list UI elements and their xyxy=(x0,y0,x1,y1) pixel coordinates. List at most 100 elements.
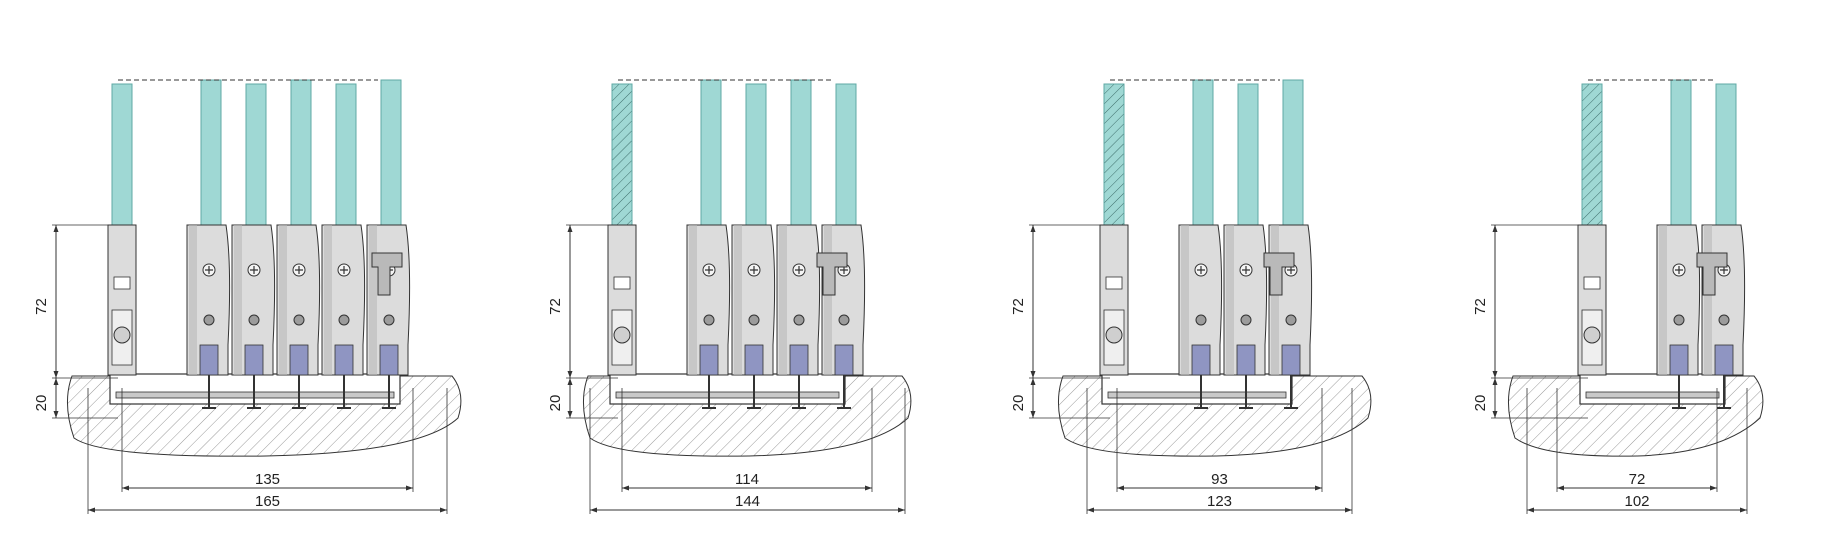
roller-block xyxy=(699,344,719,376)
roller-wheel xyxy=(113,326,131,344)
roller-block xyxy=(1236,344,1256,376)
outer-width-label: 165 xyxy=(255,493,280,510)
track-channel xyxy=(1101,373,1293,405)
glass-pane xyxy=(1282,79,1304,226)
carriage-shade xyxy=(689,225,697,375)
handle-icon xyxy=(371,252,403,296)
track-channel xyxy=(609,373,846,405)
glass-pane xyxy=(200,79,222,226)
panel-unit xyxy=(1701,83,1746,409)
panel-unit xyxy=(1223,83,1268,409)
carriage-body xyxy=(1223,224,1268,376)
handle-icon xyxy=(816,252,848,296)
height-label: 72 xyxy=(1010,298,1027,315)
roller-block xyxy=(834,344,854,376)
roller-block xyxy=(1191,344,1211,376)
carriage-body xyxy=(731,224,776,376)
carriage-body xyxy=(1656,224,1701,376)
carriage-body xyxy=(231,224,276,376)
screw-cross xyxy=(795,266,803,274)
glass-pane xyxy=(1103,83,1125,226)
bolt-icon xyxy=(203,314,215,326)
panel-unit xyxy=(686,79,731,409)
bolt-icon xyxy=(1673,314,1685,326)
roller-block xyxy=(199,344,219,376)
base-label: 20 xyxy=(547,395,564,412)
carriage-shade xyxy=(369,225,377,375)
bolt-icon xyxy=(793,314,805,326)
carriage-shade xyxy=(1181,225,1189,375)
glass-pane xyxy=(1237,83,1259,226)
screw-cross xyxy=(205,266,213,274)
carriage-shade xyxy=(1659,225,1667,375)
section-four-track: 72 20 93 123 xyxy=(1010,79,1372,514)
roller-block xyxy=(379,344,399,376)
handle-icon xyxy=(1696,252,1728,296)
glass-pane xyxy=(790,79,812,226)
panel-unit xyxy=(1178,79,1223,409)
panel-unit xyxy=(776,79,821,409)
panel-unit xyxy=(1099,83,1129,376)
track-channel xyxy=(1579,373,1726,405)
carriage-shade xyxy=(234,225,242,375)
carriage-shade xyxy=(779,225,787,375)
bolt-icon xyxy=(1718,314,1730,326)
screw-cross xyxy=(1197,266,1205,274)
frame-chamber xyxy=(613,276,631,290)
panel-unit xyxy=(731,83,776,409)
base-label: 20 xyxy=(1472,395,1489,412)
handle-icon xyxy=(1263,252,1295,296)
outer-width-label: 123 xyxy=(1207,493,1232,510)
screw-cross xyxy=(1242,266,1250,274)
panel-unit xyxy=(1268,79,1313,409)
glass-pane xyxy=(380,79,402,226)
height-label: 72 xyxy=(33,298,50,315)
roller-block xyxy=(244,344,264,376)
roller-block xyxy=(289,344,309,376)
carriage-body xyxy=(686,224,731,376)
track-rail xyxy=(615,391,840,399)
panel-unit xyxy=(821,83,866,409)
carriage-body xyxy=(321,224,366,376)
carriage-body xyxy=(1178,224,1223,376)
carriage-body xyxy=(276,224,321,376)
glass-pane xyxy=(335,83,357,226)
roller-block xyxy=(1281,344,1301,376)
carriage-shade xyxy=(324,225,332,375)
base-label: 20 xyxy=(1010,395,1027,412)
carriage-shade xyxy=(1271,225,1279,375)
bolt-icon xyxy=(383,314,395,326)
bolt-icon xyxy=(1285,314,1297,326)
screw-cross xyxy=(340,266,348,274)
screw-cross xyxy=(705,266,713,274)
roller-block xyxy=(744,344,764,376)
track-rail xyxy=(1585,391,1720,399)
panel-unit xyxy=(607,83,637,376)
frame-chamber xyxy=(1583,276,1601,290)
roller-wheel xyxy=(1583,326,1601,344)
bolt-icon xyxy=(703,314,715,326)
bolt-icon xyxy=(1240,314,1252,326)
outer-width-label: 144 xyxy=(735,493,760,510)
carriage-shade xyxy=(279,225,287,375)
inner-width-label: 72 xyxy=(1629,471,1646,488)
panel-unit xyxy=(107,83,137,376)
roller-block xyxy=(1669,344,1689,376)
bolt-icon xyxy=(748,314,760,326)
glass-pane xyxy=(245,83,267,226)
glass-pane xyxy=(611,83,633,226)
height-label: 72 xyxy=(1472,298,1489,315)
base-label: 20 xyxy=(33,395,50,412)
inner-width-label: 93 xyxy=(1211,471,1228,488)
panel-unit xyxy=(366,79,411,409)
bolt-icon xyxy=(838,314,850,326)
screw-cross xyxy=(1675,266,1683,274)
carriage-shade xyxy=(189,225,197,375)
carriage-shade xyxy=(824,225,832,375)
glass-pane xyxy=(111,83,133,226)
frame-chamber xyxy=(113,276,131,290)
glass-pane xyxy=(1715,83,1737,226)
